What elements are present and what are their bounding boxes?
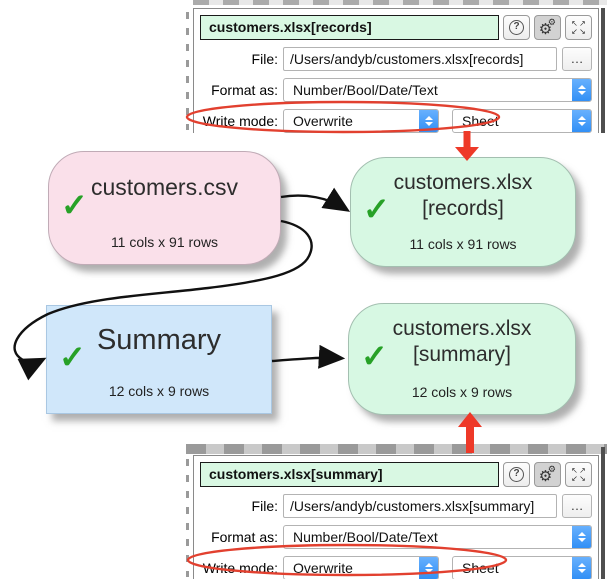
gear-small-icon: ⚙ <box>547 17 556 27</box>
write-mode-dropdown[interactable]: Overwrite <box>283 109 439 133</box>
format-dropdown[interactable]: Number/Bool/Date/Text <box>283 78 592 102</box>
node-stats: 12 cols x 9 rows <box>411 384 513 400</box>
node-customers-csv[interactable]: ✓ customers.csv 11 cols x 91 rows <box>48 151 281 265</box>
format-label: Format as: <box>211 529 278 545</box>
gear-icon: ⚙ <box>538 20 553 38</box>
settings-panel-summary: customers.xlsx[summary] ? ⚙ ⚙ ↖ ↗ ↙ ↘ Fi… <box>193 455 599 579</box>
panel-header: customers.xlsx[records] ? ⚙ ⚙ ↖ ↗ ↙ ↘ <box>200 15 592 40</box>
expand-icon: ↖ ↗ ↙ ↘ <box>571 18 586 36</box>
node-title: customers.xlsx [records] <box>393 171 533 221</box>
write-mode-dropdown[interactable]: Overwrite <box>283 556 439 579</box>
help-button[interactable]: ? <box>503 15 530 40</box>
node-title: Summary <box>96 324 222 356</box>
file-field[interactable]: /Users/andyb/customers.xlsx[records] <box>283 47 557 71</box>
settings-button[interactable]: ⚙ ⚙ <box>534 462 561 487</box>
settings-panel-records: customers.xlsx[records] ? ⚙ ⚙ ↖ ↗ ↙ ↘ Fi… <box>193 8 599 133</box>
node-title: customers.xlsx [summary] <box>392 317 532 367</box>
stepper-icon[interactable] <box>572 557 591 579</box>
success-check-icon: ✓ <box>363 190 390 227</box>
stepper-icon[interactable] <box>419 110 438 132</box>
success-check-icon: ✓ <box>361 337 388 374</box>
format-row: Format as: Number/Bool/Date/Text <box>200 78 592 102</box>
help-icon: ? <box>509 467 524 482</box>
file-row: File: /Users/andyb/customers.xlsx[summar… <box>200 494 592 518</box>
stepper-icon[interactable] <box>572 79 591 101</box>
node-customers-xlsx-summary[interactable]: ✓ customers.xlsx [summary] 12 cols x 9 r… <box>348 303 576 415</box>
gear-icon: ⚙ <box>538 467 553 485</box>
node-title: customers.csv <box>91 174 238 200</box>
file-label: File: <box>251 498 278 514</box>
write-mode-row: Write mode: Overwrite Sheet <box>200 556 592 579</box>
write-mode-label: Write mode: <box>202 113 278 129</box>
node-stats: 11 cols x 91 rows <box>409 236 517 252</box>
torn-edge-top <box>193 0 607 5</box>
node-stats: 12 cols x 9 rows <box>108 383 210 399</box>
torn-edge-left-bottom-panel <box>186 459 189 577</box>
write-mode-row: Write mode: Overwrite Sheet <box>200 109 592 133</box>
connector-summary-to-output <box>271 344 346 369</box>
file-label: File: <box>251 51 278 67</box>
torn-edge-left-top-panel <box>186 12 189 130</box>
gear-small-icon: ⚙ <box>547 464 556 474</box>
sheet-mode-dropdown[interactable]: Sheet <box>452 556 592 579</box>
stepper-icon[interactable] <box>572 526 591 548</box>
panel-title: customers.xlsx[summary] <box>200 462 499 487</box>
browse-button[interactable]: … <box>562 47 592 71</box>
expand-button[interactable]: ↖ ↗ ↙ ↘ <box>565 462 592 487</box>
success-check-icon: ✓ <box>59 338 86 375</box>
connector-csv-to-records <box>280 187 351 212</box>
torn-edge-right-top-panel <box>601 8 605 133</box>
node-stats: 11 cols x 91 rows <box>110 234 219 250</box>
format-row: Format as: Number/Bool/Date/Text <box>200 525 592 549</box>
panel-header: customers.xlsx[summary] ? ⚙ ⚙ ↖ ↗ ↙ ↘ <box>200 462 592 487</box>
write-mode-label: Write mode: <box>202 560 278 576</box>
node-customers-xlsx-records[interactable]: ✓ customers.xlsx [records] 11 cols x 91 … <box>350 157 576 267</box>
expand-icon: ↖ ↗ ↙ ↘ <box>571 465 586 483</box>
expand-button[interactable]: ↖ ↗ ↙ ↘ <box>565 15 592 40</box>
stepper-icon[interactable] <box>419 557 438 579</box>
sheet-mode-dropdown[interactable]: Sheet <box>452 109 592 133</box>
file-row: File: /Users/andyb/customers.xlsx[record… <box>200 47 592 71</box>
format-dropdown[interactable]: Number/Bool/Date/Text <box>283 525 592 549</box>
format-label: Format as: <box>211 82 278 98</box>
file-field[interactable]: /Users/andyb/customers.xlsx[summary] <box>283 494 557 518</box>
settings-button[interactable]: ⚙ ⚙ <box>534 15 561 40</box>
torn-edge-right-bottom-panel <box>601 447 605 579</box>
help-icon: ? <box>509 20 524 35</box>
stepper-icon[interactable] <box>572 110 591 132</box>
panel-title: customers.xlsx[records] <box>200 15 499 40</box>
help-button[interactable]: ? <box>503 462 530 487</box>
success-check-icon: ✓ <box>61 186 88 223</box>
torn-strip-bottom-panel <box>186 444 607 454</box>
node-summary-transform[interactable]: ✓ Summary 12 cols x 9 rows <box>46 305 272 414</box>
browse-button[interactable]: … <box>562 494 592 518</box>
